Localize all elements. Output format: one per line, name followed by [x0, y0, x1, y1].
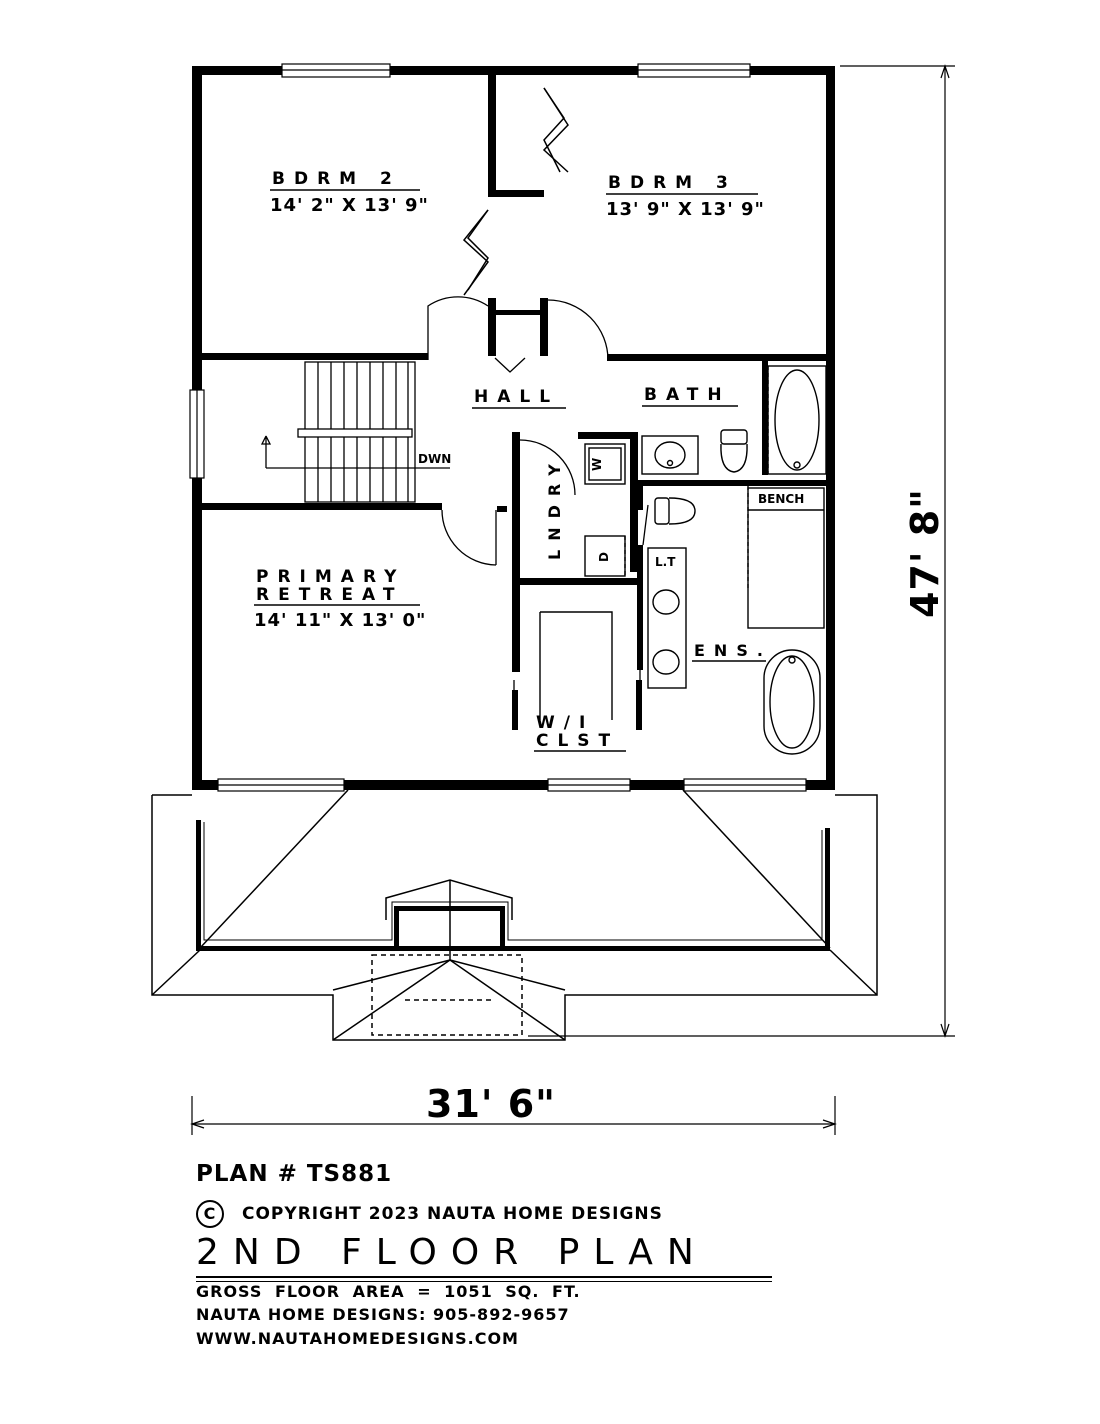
lndry-label: LNDRY: [545, 455, 564, 560]
room-labels: BDRM 2 14' 2" X 13' 9" BDRM 3 13' 9" X 1…: [254, 169, 947, 1126]
bdrm2-name: BDRM 2: [272, 169, 401, 189]
stairs: [260, 361, 450, 503]
bdrm3-size: 13' 9" X 13' 9": [606, 199, 765, 220]
hall-label: HALL: [474, 387, 559, 407]
washer-label: W: [590, 458, 604, 471]
ens-label: ENS.: [694, 641, 772, 660]
wic-label-1: W/I: [536, 713, 594, 733]
stair-direction-label: DWN: [418, 452, 451, 466]
bath-label: BATH: [644, 385, 731, 405]
bdrm2-size: 14' 2" X 13' 9": [270, 195, 429, 216]
windows: [189, 63, 807, 792]
roof-walls: [196, 820, 830, 951]
wic-label-2: CLST: [536, 731, 619, 751]
phone-line: NAUTA HOME DESIGNS: 905-892-9657: [196, 1305, 570, 1324]
primary-size: 14' 11" X 13' 0": [254, 610, 426, 631]
floor-plan-drawing: BDRM 2 14' 2" X 13' 9" BDRM 3 13' 9" X 1…: [151, 63, 955, 1135]
primary-name-2: RETREAT: [256, 585, 403, 605]
bifold-doors: [462, 87, 569, 296]
bdrm3-name: BDRM 3: [608, 173, 737, 193]
plan-number: PLAN # TS881: [196, 1161, 393, 1187]
fixtures: [539, 365, 827, 755]
copyright-row: C COPYRIGHT 2023 NAUTA HOME DESIGNS: [196, 1200, 663, 1228]
roof-walls-inner: [203, 822, 823, 941]
gross-floor-area: GROSS FLOOR AREA = 1051 SQ. FT.: [196, 1282, 581, 1301]
dryer-label: D: [597, 552, 611, 562]
copyright-icon: C: [196, 1200, 224, 1228]
title-rule-thin: [196, 1281, 772, 1282]
plan-title: 2ND FLOOR PLAN: [196, 1232, 708, 1273]
roof-outline: [151, 789, 878, 1041]
bench-label: BENCH: [758, 492, 804, 506]
depth-dimension: 47' 8": [903, 488, 947, 618]
door-swings: [427, 296, 649, 720]
width-dimension: 31' 6": [426, 1082, 556, 1126]
primary-name-1: PRIMARY: [256, 567, 405, 587]
interior-walls: [202, 75, 826, 730]
copyright-text: COPYRIGHT 2023 NAUTA HOME DESIGNS: [242, 1204, 663, 1224]
dimension-lines: [190, 64, 955, 1135]
title-rule: [196, 1276, 772, 1278]
linen-label: L.T: [655, 555, 676, 569]
website-line: WWW.NAUTAHOMEDESIGNS.COM: [196, 1329, 519, 1348]
